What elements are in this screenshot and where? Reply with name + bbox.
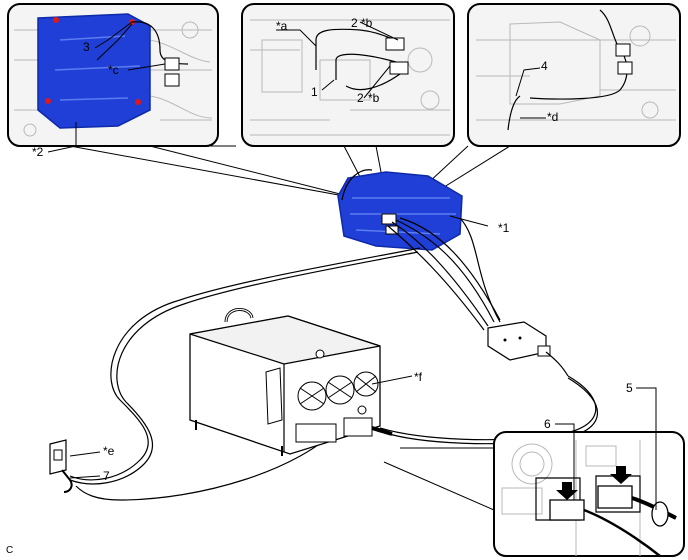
insulation-tester <box>189 308 393 456</box>
label-3: 3 <box>83 40 90 54</box>
arrow-down-icon <box>556 482 578 500</box>
bolt-red <box>135 99 141 105</box>
inverter-cover-blue <box>37 13 151 129</box>
callout-wedge-bottom <box>383 447 495 511</box>
label-star-f: *f <box>414 370 423 384</box>
label-7: 7 <box>103 469 110 483</box>
label-star-2: *2 <box>32 145 44 159</box>
label-2-bottom: 2 <box>357 91 364 105</box>
connector <box>617 61 633 75</box>
label-6: 6 <box>544 417 551 431</box>
wall-outlet <box>49 439 73 493</box>
label-star-c: *c <box>108 63 119 77</box>
tester-cable <box>379 375 597 441</box>
connector <box>385 37 405 51</box>
connector <box>164 57 180 71</box>
callout-wedges <box>69 145 511 203</box>
harness-cables <box>341 169 501 331</box>
label-4: 4 <box>541 59 548 73</box>
inverter-unit <box>337 171 463 251</box>
label-star-1: *1 <box>498 221 510 235</box>
detail-panel-left <box>7 3 219 147</box>
bolt-red <box>45 98 51 104</box>
label-star-e: *e <box>103 444 115 458</box>
callout-labels: 3 *c *2 *a 2 *b 1 2 *b 4 *d *1 *f *e 7 5… <box>6 16 633 556</box>
bolt-red <box>53 17 59 23</box>
leader-lines <box>47 21 657 510</box>
connector <box>164 73 180 87</box>
connector <box>615 43 631 57</box>
detail-panel-bottom <box>493 431 685 557</box>
label-5: 5 <box>626 381 633 395</box>
label-star-b-top: *b <box>361 16 373 30</box>
corner-mark: C <box>6 545 13 556</box>
detail-panel-middle <box>241 3 455 147</box>
arrow-down-icon <box>610 466 632 484</box>
connector <box>389 61 409 75</box>
label-1: 1 <box>311 85 318 99</box>
power-cable <box>69 247 421 481</box>
junction-box <box>487 321 569 377</box>
label-star-b-bottom: *b <box>368 91 380 105</box>
label-2-top: 2 <box>351 16 358 30</box>
label-star-d: *d <box>547 110 558 124</box>
label-star-a: *a <box>276 19 288 33</box>
detail-panel-right <box>467 3 681 147</box>
